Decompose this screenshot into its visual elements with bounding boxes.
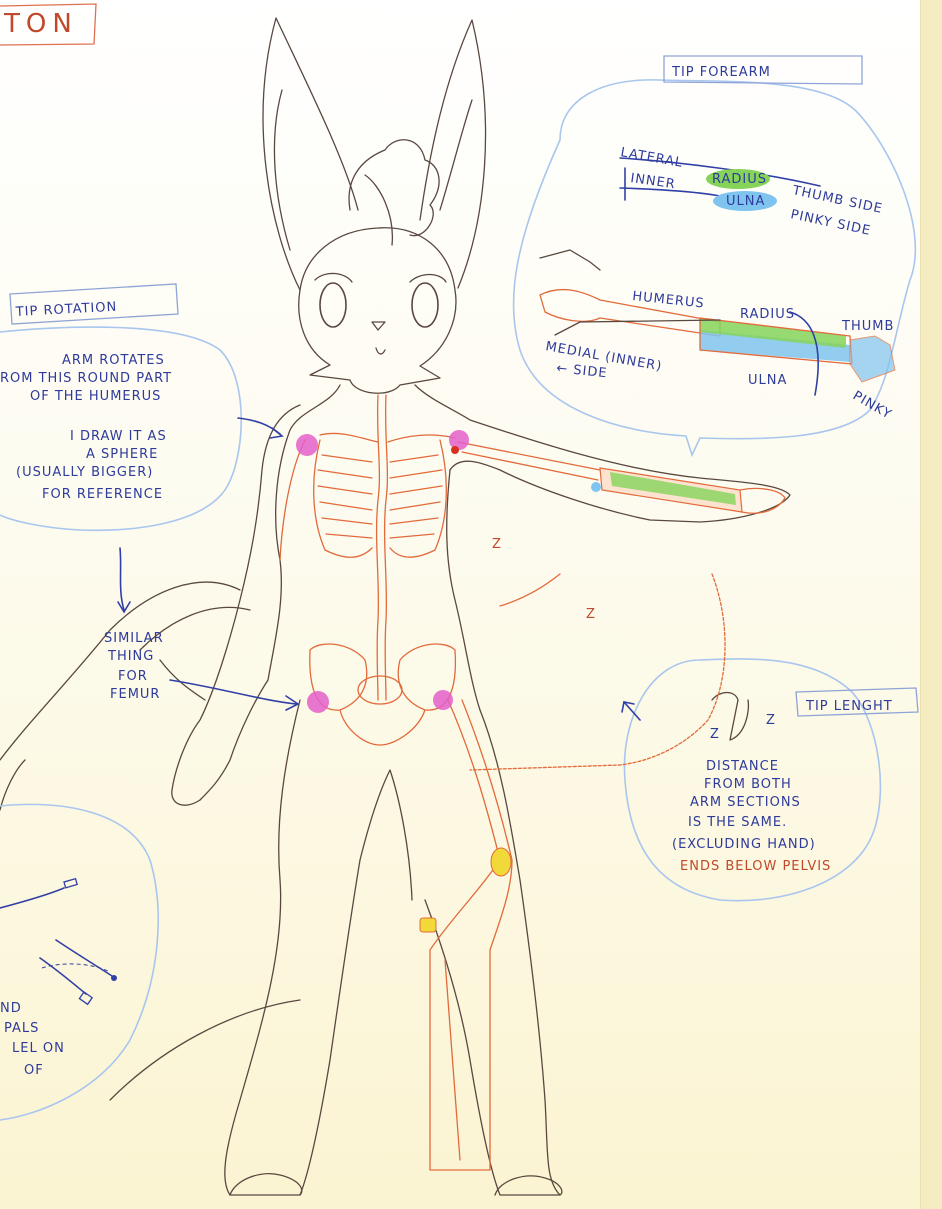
length-line-4: IS THE SAME. — [688, 815, 787, 830]
similar-line-1: SIMILAR — [104, 631, 164, 646]
length-line-6: ENDS BELOW PELVIS — [680, 859, 831, 874]
rotation-line-5: A SPHERE — [86, 447, 158, 462]
shoulder-sphere-right — [449, 430, 469, 450]
tip-length-tag: TIP LENGHT — [805, 699, 893, 714]
hip-sphere-right — [433, 690, 453, 710]
forearm-thumb-label: THUMB — [841, 319, 894, 334]
hand-tip-line-2: PALS — [4, 1021, 39, 1036]
length-line-1: DISTANCE — [706, 759, 779, 774]
arc-z-1: Z — [492, 537, 502, 552]
tip-length-z2: Z — [766, 713, 776, 728]
side-panel-strip — [920, 0, 942, 1209]
rotation-line-4: I DRAW IT AS — [70, 429, 167, 444]
knee-marker — [491, 848, 511, 876]
rotation-line-3: OF THE HUMERUS — [30, 389, 161, 404]
hand-tip-line-4: OF — [24, 1063, 44, 1078]
arc-z-2: Z — [586, 607, 596, 622]
title-fragment-text: TON — [3, 9, 78, 39]
rotation-line-6: (USUALLY BIGGER) — [16, 465, 153, 480]
forearm-radius-label-2: RADIUS — [740, 307, 795, 322]
similar-line-3: FOR — [118, 669, 148, 684]
similar-line-4: FEMUR — [110, 687, 160, 702]
rotation-line-1: ARM ROTATES — [62, 353, 165, 368]
rotation-line-7: FOR REFERENCE — [42, 487, 163, 502]
ankle-marker — [420, 918, 436, 932]
hand-tip-line-1: ND — [0, 1001, 22, 1016]
similar-line-2: THING — [107, 649, 154, 664]
hand-tip-line-3: LEL ON — [12, 1041, 65, 1056]
shoulder-sphere-left — [296, 434, 318, 456]
length-line-3: ARM SECTIONS — [690, 795, 801, 810]
tip-forearm-tag: TIP FOREARM — [671, 65, 771, 80]
rotation-line-2: ROM THIS ROUND PART — [0, 371, 172, 386]
length-line-5: (EXCLUDING HAND) — [672, 837, 816, 852]
length-line-2: FROM BOTH — [704, 777, 792, 792]
hip-sphere-left — [307, 691, 329, 713]
forearm-ulna-label-2: ULNA — [748, 373, 787, 388]
tip-length-z1: Z — [710, 727, 720, 742]
forearm-ulna-label: ULNA — [726, 194, 765, 209]
forearm-radius-label: RADIUS — [712, 172, 767, 187]
paper-background — [0, 0, 920, 1209]
